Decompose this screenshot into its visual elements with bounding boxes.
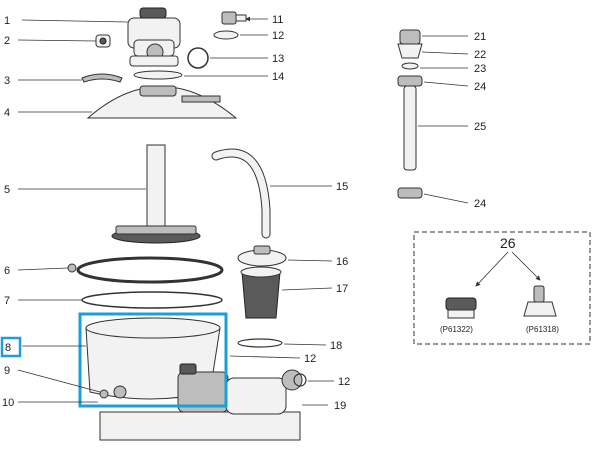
strainer-basket xyxy=(240,266,282,319)
filter-dome xyxy=(86,85,238,119)
tank-clamp xyxy=(67,256,224,284)
o-ring-12 xyxy=(213,30,239,40)
callout-24-top: 24 xyxy=(474,81,486,93)
callout-14: 14 xyxy=(272,71,284,83)
callout-5: 5 xyxy=(4,184,10,196)
callout-12-bottom: 12 xyxy=(338,376,350,388)
multiport-valve xyxy=(127,7,181,67)
lateral-assembly xyxy=(111,144,201,244)
callout-13: 13 xyxy=(272,53,284,65)
callout-1: 1 xyxy=(4,15,10,27)
o-ring-13 xyxy=(187,47,209,69)
accessory-right-part xyxy=(523,285,557,317)
callout-12-mid: 12 xyxy=(304,353,316,365)
callout-18: 18 xyxy=(330,340,342,352)
o-ring-12b xyxy=(293,373,307,387)
pump-motor xyxy=(99,363,303,441)
callout-4: 4 xyxy=(4,107,10,119)
o-ring-18 xyxy=(237,338,283,348)
callout-6: 6 xyxy=(4,265,10,277)
pressure-gauge xyxy=(95,34,111,48)
callout-17: 17 xyxy=(336,283,348,295)
callout-2: 2 xyxy=(4,35,10,47)
accessory-box xyxy=(413,231,591,345)
callout-24-bottom: 24 xyxy=(474,198,486,210)
callout-12-top: 12 xyxy=(272,30,284,42)
valve-clamp xyxy=(81,73,123,83)
callout-11: 11 xyxy=(272,14,283,26)
callout-10: 10 xyxy=(2,397,14,409)
callout-21: 21 xyxy=(474,31,486,43)
highlight-callout-box xyxy=(0,336,22,358)
callout-8: 8 xyxy=(5,342,11,354)
callout-25: 25 xyxy=(474,121,486,133)
callout-3: 3 xyxy=(4,75,10,87)
callout-9: 9 xyxy=(4,365,10,377)
callout-16: 16 xyxy=(336,256,348,268)
callout-15: 15 xyxy=(336,181,348,193)
leader-lines xyxy=(17,16,469,406)
tank-o-ring xyxy=(81,291,223,309)
drain-plug xyxy=(221,11,247,25)
o-ring-14 xyxy=(133,70,183,80)
callout-22: 22 xyxy=(474,49,486,61)
hose-kit xyxy=(397,29,423,199)
callout-26: 26 xyxy=(500,235,516,251)
accessory-left-code: (P61322) xyxy=(440,325,473,334)
accessory-left-part xyxy=(445,297,477,319)
callout-23: 23 xyxy=(474,63,486,75)
accessory-right-code: (P61318) xyxy=(526,325,559,334)
strainer-lid xyxy=(237,245,287,267)
callout-19: 19 xyxy=(334,400,346,412)
highlight-box xyxy=(78,312,228,408)
callout-7: 7 xyxy=(4,295,10,307)
